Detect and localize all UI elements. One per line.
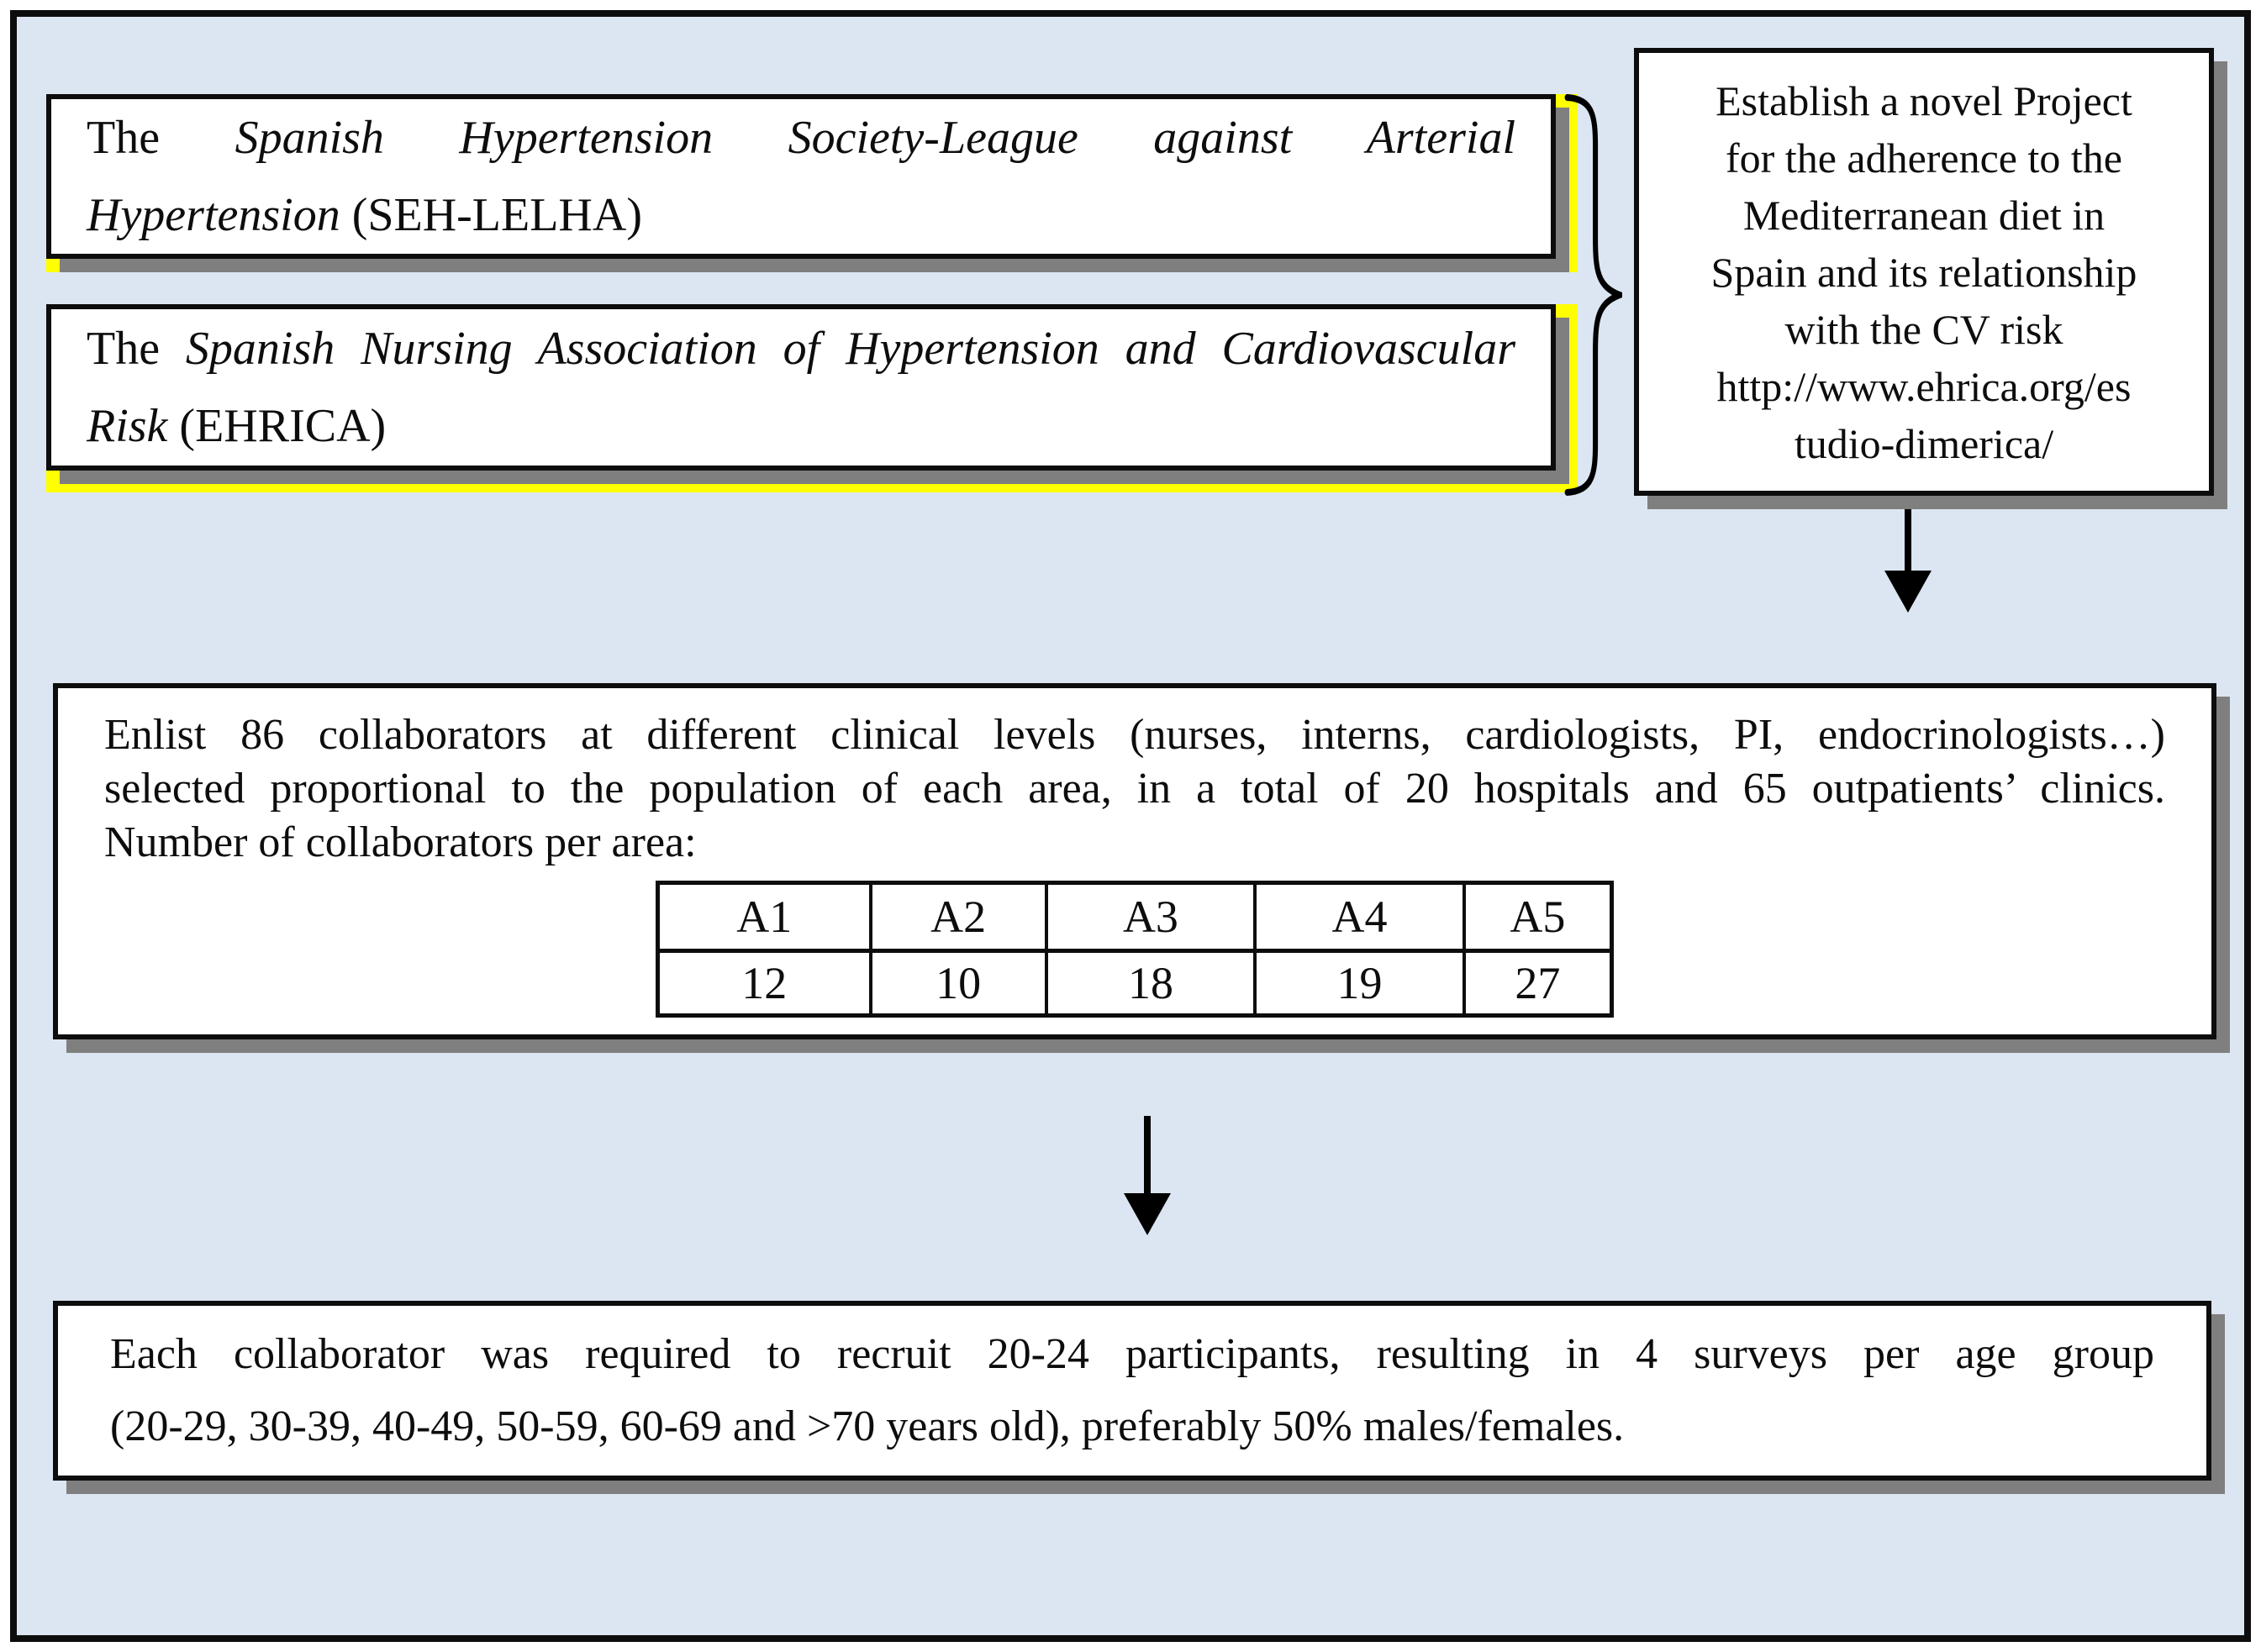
project-box: Establish a novel Project for the adhere… [1634,48,2214,496]
project-text-line: Establish a novel Project [1716,76,2132,124]
area-header-cell: A3 [1044,885,1254,949]
area-value-row: 12 10 18 19 27 [660,949,1610,1013]
recruitment-box-body: Each collaborator was required to recrui… [53,1301,2211,1481]
arrow-head [1884,571,1932,613]
curly-brace-icon [1564,94,1622,496]
project-box-body: Establish a novel Project for the adhere… [1634,48,2214,496]
ehrica-line-2: Risk (EHRICA) [87,387,1515,465]
text-segment-italic: Risk [87,400,168,452]
down-arrow-icon [1884,502,1932,613]
collaborators-line-1: Enlist 86 collaborators at different cli… [104,711,2165,759]
yellow-corner-accent [46,259,61,272]
collaborators-box-body: Enlist 86 collaborators at different cli… [53,683,2216,1039]
arrow-shaft [1905,502,1911,571]
area-header-cell: A4 [1253,885,1463,949]
text-segment: (EHRICA) [179,400,387,452]
yellow-edge-accent [1569,119,1578,272]
area-count-cell: 10 [868,953,1045,1013]
text-segment-italic: Hypertension [87,189,340,241]
arrow-head [1124,1193,1171,1235]
project-text-line: with the CV risk [1784,305,2063,353]
area-header-cell: A2 [868,885,1045,949]
text-segment-italic: Spanish Nursing Association of Hypertens… [185,323,1515,375]
area-header-cell: A1 [736,892,793,942]
area-count-cell: 18 [1044,953,1254,1013]
recruitment-line-2: (20-29, 30-39, 40-49, 50-59, 60-69 and >… [110,1402,1625,1450]
seh-line-2: Hypertension (SEH-LELHA) [87,176,1515,254]
ehrica-box: The Spanish Nursing Association of Hyper… [46,304,1578,492]
collaborators-line-2: selected proportional to the population … [104,765,2165,813]
project-text-line: Spain and its relationship [1710,248,2137,296]
yellow-edge-accent [46,484,1578,492]
project-text-line: for the adherence to the [1726,134,2122,182]
area-header-row: A1 A2 A3 A4 A5 [660,885,1610,949]
ehrica-box-body: The Spanish Nursing Association of Hyper… [46,304,1556,471]
recruitment-line-1: Each collaborator was required to recrui… [110,1330,2154,1378]
area-count-cell: 19 [1253,953,1463,1013]
text-segment: The [87,323,161,375]
text-segment-italic: Spanish Hypertension Society-League agai… [235,112,1515,164]
area-count-cell: 12 [741,958,788,1008]
seh-lelha-box-body: The Spanish Hypertension Society-League … [46,94,1556,259]
ehrica-line-1: The Spanish Nursing Association of Hyper… [87,310,1515,387]
seh-line-1: The Spanish Hypertension Society-League … [87,99,1515,176]
yellow-corner-accent [46,471,61,484]
collaborators-line-3: Number of collaborators per area: [104,818,697,866]
yellow-corner-accent [1556,304,1578,333]
recruitment-box: Each collaborator was required to recrui… [53,1301,2211,1481]
area-count-cell: 27 [1462,953,1610,1013]
project-text-line: tudio-dimerica/ [1794,419,2054,467]
arrow-shaft [1144,1116,1151,1193]
text-segment: (SEH-LELHA) [351,189,642,241]
collaborators-box: Enlist 86 collaborators at different cli… [53,683,2216,1039]
collaborators-per-area-table: A1 A2 A3 A4 A5 12 10 [656,881,1614,1018]
seh-lelha-box: The Spanish Hypertension Society-League … [46,94,1578,272]
text-segment: The [87,112,161,164]
yellow-edge-accent [1569,329,1578,484]
down-arrow-icon [1124,1116,1171,1235]
project-text-line: http://www.ehrica.org/es [1716,362,2132,410]
area-header-cell: A5 [1462,885,1610,949]
project-text-line: Mediterranean diet in [1742,191,2106,239]
